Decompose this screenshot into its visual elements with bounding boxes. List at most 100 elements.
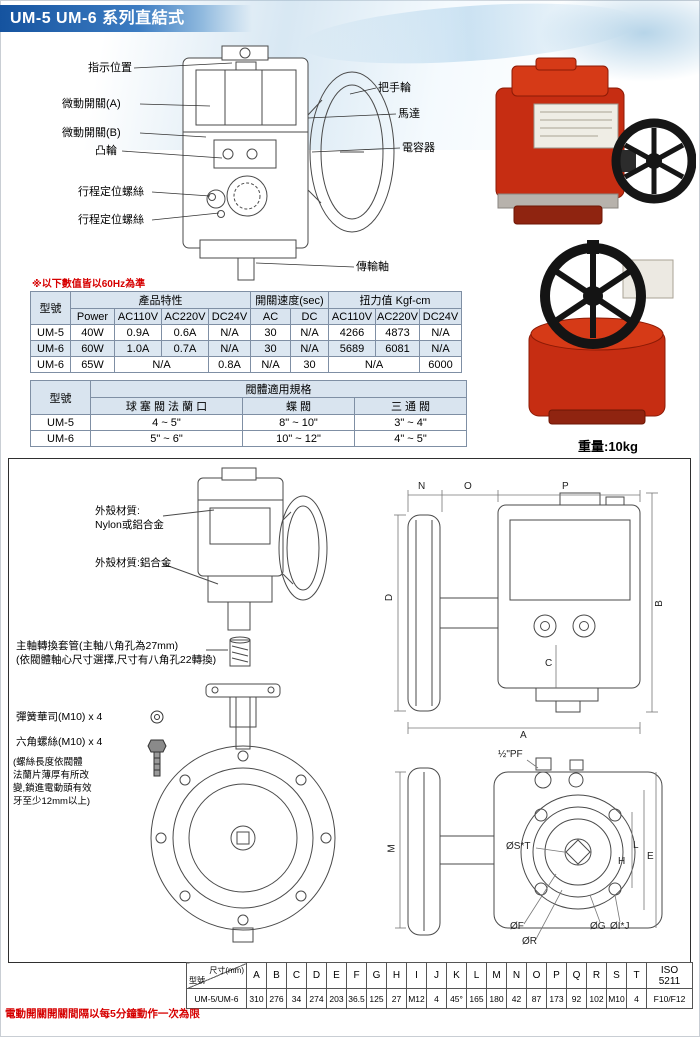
dim-label-n: N: [418, 481, 426, 492]
label-shell-material-2: 外殼材質:鋁合金: [95, 557, 172, 569]
dimension-table: 尺寸(mm) 型號 A B C D E F G H I J K L M N O …: [186, 962, 693, 1009]
dim-value: 34: [286, 988, 307, 1009]
adapter-sleeve-icon: [206, 636, 251, 667]
spec-cell: 30: [250, 340, 291, 357]
spec-sub-torque-ac220: AC220V: [375, 308, 420, 325]
label-transmission-shaft: 傳輸軸: [356, 261, 389, 273]
dim-value: 173: [546, 988, 567, 1009]
valve-cell: UM-6: [30, 430, 91, 447]
product-photo-side-art: [495, 57, 697, 225]
label-cam: 凸輪: [95, 145, 117, 157]
spec-row-um6-dc: UM-6 65W N/A 0.8A N/A 30 N/A 6000: [30, 356, 462, 373]
dim-value-iso: F10/F12: [646, 988, 693, 1009]
dim-value: 165: [466, 988, 487, 1009]
dim-value: 92: [566, 988, 587, 1009]
spec-cell: N/A: [419, 340, 462, 357]
dimension-drawing-front: [394, 490, 658, 734]
label-capacitor: 電容器: [402, 142, 435, 154]
spec-cell: 30: [250, 324, 291, 341]
dim-col: H: [386, 962, 407, 989]
dim-col: C: [286, 962, 307, 989]
spec-sub-ac-speed: AC: [250, 308, 291, 325]
label-shell-material-1a: 外殼材質:: [95, 505, 140, 517]
valve-cell: 4" ~ 5": [354, 430, 467, 447]
dimension-table-header: 尺寸(mm) 型號 A B C D E F G H I J K L M N O …: [186, 962, 693, 989]
dim-col: L: [466, 962, 487, 989]
dim-label-l: L: [633, 840, 639, 851]
label-indicator-position: 指示位置: [88, 62, 132, 74]
dim-label-b: B: [653, 600, 665, 607]
dim-col: A: [246, 962, 267, 989]
label-micro-switch-a: 微動開關(A): [62, 98, 121, 110]
label-bolt-note-2: 法蘭片薄厚有所改: [13, 770, 90, 781]
spec-cell: N/A: [328, 356, 420, 373]
dim-value: 45°: [446, 988, 467, 1009]
spec-row-um5: UM-5 40W 0.9A 0.6A N/A 30 N/A 4266 4873 …: [30, 324, 462, 341]
dim-value: 180: [486, 988, 507, 1009]
operation-interval-note: 電動開關開關間隔以每5分鐘動作一次為限: [5, 1008, 200, 1020]
label-sleeve-line2: (依閥體軸心尺寸選擇,尺寸有八角孔22轉換): [16, 654, 217, 666]
spec-cell: 30: [290, 356, 329, 373]
product-photo-top-art: [528, 240, 674, 425]
spec-cell: N/A: [419, 324, 462, 341]
spec-cell: 40W: [70, 324, 115, 341]
valve-cell: 4 ~ 5": [90, 414, 243, 431]
dim-value: 4: [626, 988, 647, 1009]
label-handwheel: 把手輪: [378, 82, 411, 94]
dim-col: O: [526, 962, 547, 989]
spec-sub-ac220: AC220V: [161, 308, 209, 325]
valve-cell: 8" ~ 10": [242, 414, 355, 431]
dim-value: 42: [506, 988, 527, 1009]
dim-col: J: [426, 962, 447, 989]
spec-cell: N/A: [208, 324, 251, 341]
spec-cell: 65W: [70, 356, 115, 373]
dim-col: E: [326, 962, 347, 989]
spec-cell: 5689: [328, 340, 376, 357]
valve-table-title: 閥體適用規格: [90, 380, 467, 398]
spec-cell: N/A: [290, 340, 329, 357]
dim-value: 203: [326, 988, 347, 1009]
spec-cell: 6000: [419, 356, 462, 373]
dim-value: 4: [426, 988, 447, 1009]
dim-label-pf: ½"PF: [498, 749, 523, 760]
dim-col: Q: [566, 962, 587, 989]
dim-label-ij: ØI*J: [610, 921, 630, 932]
dim-corner-top: 尺寸(mm): [209, 966, 244, 975]
dim-label-h: H: [618, 856, 626, 867]
dim-col-iso: ISO 5211: [646, 962, 693, 989]
dim-label-a: A: [520, 730, 527, 741]
spec-cell: 1.0A: [114, 340, 162, 357]
valve-row-um5: UM-5 4 ~ 5" 8" ~ 10" 3" ~ 4": [30, 414, 467, 431]
spec-cell: 0.6A: [161, 324, 209, 341]
spec-group-torque: 扭力值 Kgf-cm: [328, 291, 462, 309]
dim-value: 36.5: [346, 988, 367, 1009]
dim-label-st: ØS*T: [506, 841, 531, 852]
valve-header-threeway: 三 通 閥: [354, 397, 467, 415]
valve-cell: UM-5: [30, 414, 91, 431]
dim-label-e: E: [647, 851, 654, 862]
spec-table: 型號 產品特性 開關速度(sec) 扭力值 Kgf-cm Power AC110…: [30, 291, 462, 373]
dim-corner-bottom: 型號: [189, 976, 205, 985]
label-micro-switch-b: 微動開關(B): [62, 127, 121, 139]
dim-col: G: [366, 962, 387, 989]
weight-note: 重量:10kg: [578, 439, 638, 454]
spec-col-model: 型號: [30, 291, 71, 325]
dim-table-corner: 尺寸(mm) 型號: [186, 962, 247, 989]
product-photo-top: [505, 238, 687, 426]
label-bolt-note-3: 變,鎖進電動頭有效: [13, 783, 92, 794]
dim-label-p: P: [562, 481, 569, 492]
dim-value: 125: [366, 988, 387, 1009]
valve-cell: 10" ~ 12": [242, 430, 355, 447]
spec-sub-torque-dc24: DC24V: [419, 308, 462, 325]
spec-cell: 60W: [70, 340, 115, 357]
spec-sub-ac110: AC110V: [114, 308, 162, 325]
spec-cell: 0.9A: [114, 324, 162, 341]
label-spring-washer: 彈簧華司(M10) x 4: [16, 711, 103, 723]
dim-value: 102: [586, 988, 607, 1009]
label-shell-material-1b: Nylon或鋁合金: [95, 519, 164, 531]
product-photo-side: [478, 52, 697, 234]
spec-cell: 4266: [328, 324, 376, 341]
spec-header-row-2: Power AC110V AC220V DC24V AC DC AC110V A…: [31, 308, 462, 325]
spec-header-row-1: 型號 產品特性 開關速度(sec) 扭力值 Kgf-cm: [30, 291, 462, 325]
